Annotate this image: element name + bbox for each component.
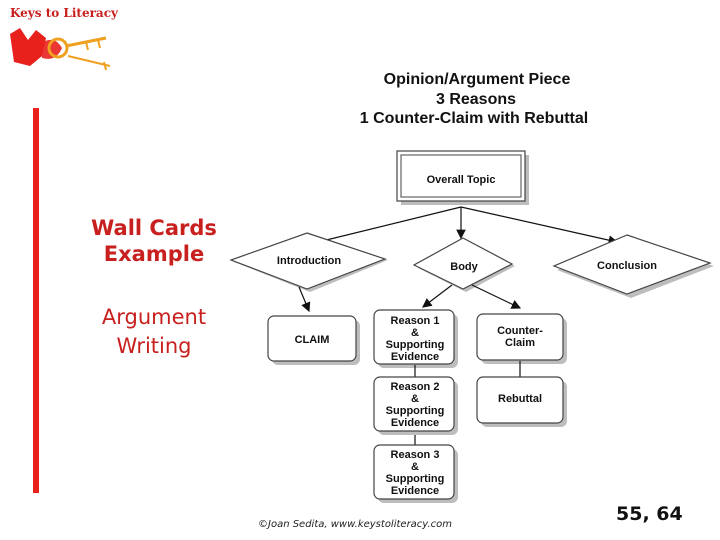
reason3-line1: Reason 3 (391, 449, 440, 461)
rebuttal-box: Rebuttal (476, 376, 567, 427)
body-label: Body (450, 261, 478, 273)
introduction-label: Introduction (277, 255, 341, 267)
reason3-line3: Supporting (386, 473, 445, 485)
logo-text: Keys to Literacy (10, 6, 118, 20)
reason2-line4: Evidence (391, 417, 439, 429)
arrow-topic-conclusion (460, 206, 619, 245)
keys-to-literacy-logo (6, 4, 126, 84)
reason1-line4: Evidence (391, 351, 439, 363)
reason2-line3: Supporting (386, 405, 445, 417)
reason1-line3: Supporting (386, 339, 445, 351)
reason2-line1: Reason 2 (391, 381, 440, 393)
slide-title: Wall Cards Example (70, 215, 238, 267)
website-link[interactable]: www.keystoliteracy.com (330, 519, 452, 530)
slide-subtitle-line1: Argument (101, 305, 207, 329)
slide-subtitle-line2: Writing (116, 334, 192, 358)
introduction-diamond: Introduction (229, 232, 388, 292)
accent-bar (33, 108, 39, 493)
counter-claim-box: Counter- Claim (476, 313, 567, 364)
reason3-box: Reason 3 & Supporting Evidence (373, 444, 458, 503)
reason2-line2: & (411, 393, 419, 405)
logo-graphic (10, 28, 111, 71)
counter-claim-line2: Claim (505, 337, 535, 349)
reason1-box: Reason 1 & Supporting Evidence (373, 309, 458, 368)
footer-credit: ©Joan Sedita, www.keystoliteracy.com (258, 519, 452, 530)
arrow-topic-introduction (308, 206, 462, 247)
overall-topic-box: Overall Topic (396, 150, 529, 205)
reason1-line1: Reason 1 (391, 315, 440, 327)
overall-topic-label: Overall Topic (427, 174, 496, 186)
counter-claim-line1: Counter- (497, 325, 543, 337)
reason2-box: Reason 2 & Supporting Evidence (373, 376, 458, 435)
reason3-line4: Evidence (391, 485, 439, 497)
body-diamond: Body (412, 237, 515, 292)
diagram-heading-line1: Opinion/Argument Piece (384, 71, 571, 88)
arrow-introduction-claim (298, 286, 311, 313)
claim-label: CLAIM (295, 334, 330, 346)
reason1-line2: & (411, 327, 419, 339)
page-number: 55, 64 (616, 503, 683, 525)
rebuttal-label: Rebuttal (498, 393, 542, 405)
copyright-text: ©Joan Sedita, (258, 519, 331, 530)
slide-title-line2: Example (103, 242, 205, 266)
conclusion-diamond: Conclusion (552, 234, 714, 298)
slide-subtitle: Argument Writing (70, 303, 238, 361)
arrow-body-reason1 (422, 284, 453, 308)
arrow-body-counterclaim (471, 284, 522, 309)
reason3-line2: & (411, 461, 419, 473)
diagram-heading-line3: 1 Counter-Claim with Rebuttal (360, 110, 588, 127)
conclusion-label: Conclusion (597, 260, 657, 272)
claim-box: CLAIM (267, 315, 360, 365)
slide-title-line1: Wall Cards (91, 216, 217, 240)
diagram-heading-line2: 3 Reasons (436, 91, 516, 108)
